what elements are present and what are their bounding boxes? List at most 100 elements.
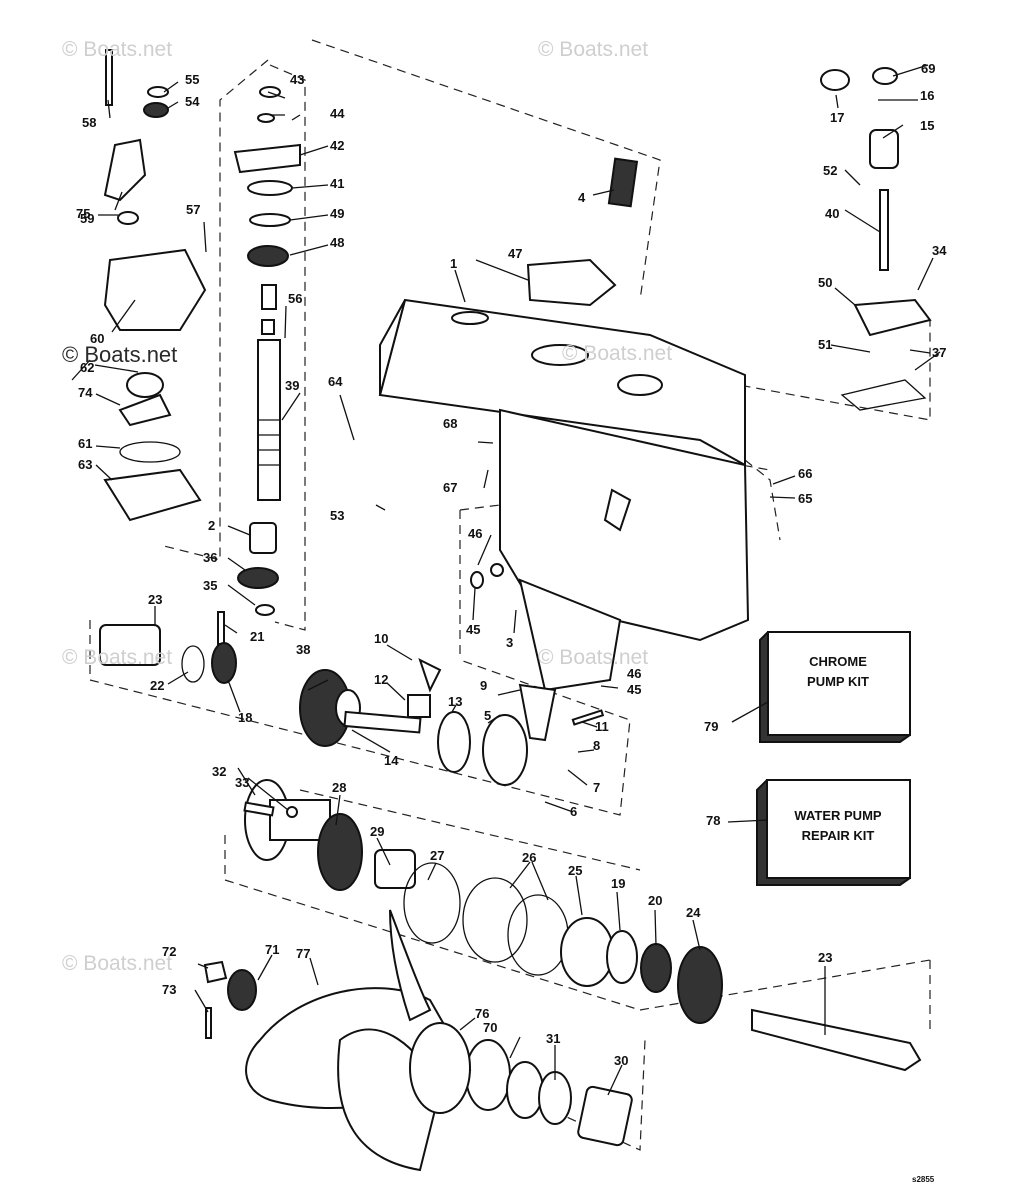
callout-65: 65 bbox=[798, 491, 812, 506]
callout-66: 66 bbox=[798, 466, 812, 481]
callout-25: 25 bbox=[568, 863, 582, 878]
callout-12: 12 bbox=[374, 672, 388, 687]
callout-7: 7 bbox=[593, 780, 600, 795]
callout-33: 33 bbox=[235, 775, 249, 790]
callout-10: 10 bbox=[374, 631, 388, 646]
callout-30: 30 bbox=[614, 1053, 628, 1068]
callout-58: 58 bbox=[82, 115, 96, 130]
callout-40: 40 bbox=[825, 206, 839, 221]
callout-63: 63 bbox=[78, 457, 92, 472]
upper-right-assembly bbox=[526, 67, 932, 411]
callout-24: 24 bbox=[686, 905, 701, 920]
callout-53: 53 bbox=[330, 508, 344, 523]
callout-9: 9 bbox=[480, 678, 487, 693]
watermark-bottom-left: © Boats.net bbox=[62, 952, 172, 975]
callout-39: 39 bbox=[285, 378, 299, 393]
callout-3: 3 bbox=[506, 635, 513, 650]
gear-shift-assembly bbox=[99, 563, 605, 786]
callout-77: 77 bbox=[296, 946, 310, 961]
callout-38: 38 bbox=[296, 642, 310, 657]
callout-41: 41 bbox=[330, 176, 344, 191]
watermark-mid-center: © Boats.net bbox=[538, 646, 648, 669]
callout-61: 61 bbox=[78, 436, 92, 451]
callout-64: 64 bbox=[328, 374, 343, 389]
callout-72: 72 bbox=[162, 944, 176, 959]
callout-45a: 45 bbox=[466, 622, 480, 637]
callout-68: 68 bbox=[443, 416, 457, 431]
callout-44: 44 bbox=[330, 106, 345, 121]
watermark-left: © Boats.net bbox=[62, 342, 177, 367]
callout-2: 2 bbox=[208, 518, 215, 533]
callout-60: 60 bbox=[90, 331, 104, 346]
callout-numbers: 1 2 3 4 5 6 7 8 9 10 11 12 13 14 15 16 1… bbox=[76, 61, 947, 1068]
water-pump-assembly bbox=[103, 49, 207, 522]
water-kit-line1: WATER PUMP bbox=[794, 808, 881, 823]
callout-11: 11 bbox=[595, 719, 609, 734]
callout-69: 69 bbox=[921, 61, 935, 76]
callout-67: 67 bbox=[443, 480, 457, 495]
callout-6: 6 bbox=[570, 804, 577, 819]
callout-5: 5 bbox=[484, 708, 491, 723]
watermark-mid-left: © Boats.net bbox=[62, 646, 172, 669]
callout-29: 29 bbox=[370, 824, 384, 839]
callout-28: 28 bbox=[332, 780, 346, 795]
callout-52: 52 bbox=[823, 163, 837, 178]
callout-14: 14 bbox=[384, 753, 399, 768]
callout-37: 37 bbox=[932, 345, 946, 360]
callout-71: 71 bbox=[265, 942, 279, 957]
callout-36: 36 bbox=[203, 550, 217, 565]
callout-70: 70 bbox=[483, 1020, 497, 1035]
watermarks: © Boats.net © Boats.net © Boats.net © Bo… bbox=[62, 38, 672, 975]
gearcase-housing bbox=[378, 298, 750, 692]
callout-47: 47 bbox=[508, 246, 522, 261]
callout-4: 4 bbox=[578, 190, 586, 205]
callout-1: 1 bbox=[450, 256, 457, 271]
watermark-top-center: © Boats.net bbox=[538, 38, 648, 61]
water-kit-line2: REPAIR KIT bbox=[802, 828, 875, 843]
callout-16: 16 bbox=[920, 88, 934, 103]
callout-73: 73 bbox=[162, 982, 176, 997]
callout-32: 32 bbox=[212, 764, 226, 779]
callout-23b: 23 bbox=[818, 950, 832, 965]
diagram-code: s2855 bbox=[912, 1175, 935, 1184]
callout-48: 48 bbox=[330, 235, 344, 250]
chrome-kit-line2: PUMP KIT bbox=[807, 674, 869, 689]
assembly-outlines bbox=[89, 39, 931, 1151]
callout-49: 49 bbox=[330, 206, 344, 221]
propeller-assembly bbox=[203, 909, 472, 1172]
callout-23a: 23 bbox=[148, 592, 162, 607]
driveshaft-assembly bbox=[217, 86, 301, 645]
callout-76: 76 bbox=[475, 1006, 489, 1021]
callout-59: 59 bbox=[80, 211, 94, 226]
callout-55: 55 bbox=[185, 72, 199, 87]
watermark-top-left: © Boats.net bbox=[62, 38, 172, 61]
callout-74: 74 bbox=[78, 385, 93, 400]
callout-15: 15 bbox=[920, 118, 934, 133]
callout-54: 54 bbox=[185, 94, 200, 109]
callout-22: 22 bbox=[150, 678, 164, 693]
leader-lines bbox=[71, 64, 941, 1096]
callout-42: 42 bbox=[330, 138, 344, 153]
watermark-housing: © Boats.net bbox=[562, 342, 672, 365]
water-pump-kit-box: WATER PUMP REPAIR KIT bbox=[756, 779, 911, 886]
callout-26: 26 bbox=[522, 850, 536, 865]
callout-46b: 46 bbox=[627, 666, 641, 681]
callout-45b: 45 bbox=[627, 682, 641, 697]
callout-31: 31 bbox=[546, 1031, 560, 1046]
callout-46a: 46 bbox=[468, 526, 482, 541]
callout-34: 34 bbox=[932, 243, 947, 258]
bearing-carrier-assembly bbox=[243, 779, 922, 1147]
callout-78: 78 bbox=[706, 813, 720, 828]
callout-19: 19 bbox=[611, 876, 625, 891]
callout-35: 35 bbox=[203, 578, 217, 593]
callout-75: 75 bbox=[76, 206, 90, 221]
callout-20: 20 bbox=[648, 893, 662, 908]
callout-21: 21 bbox=[250, 629, 264, 644]
callout-17: 17 bbox=[830, 110, 844, 125]
chrome-kit-line1: CHROME bbox=[809, 654, 867, 669]
callout-62: 62 bbox=[80, 360, 94, 375]
callout-18: 18 bbox=[238, 710, 252, 725]
callout-57: 57 bbox=[186, 202, 200, 217]
callout-43: 43 bbox=[290, 72, 304, 87]
